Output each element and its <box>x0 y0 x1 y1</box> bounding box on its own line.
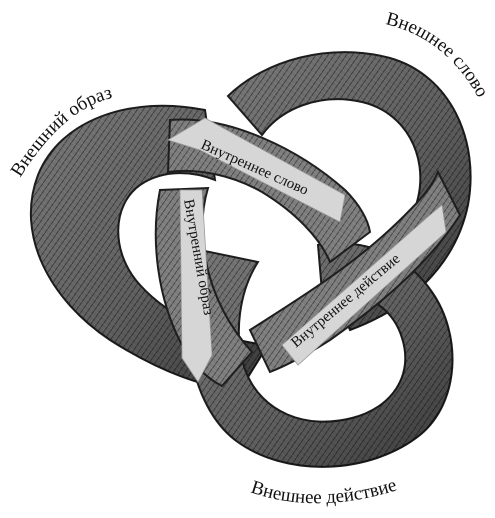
label-outer-action: Внешнее действие <box>248 475 399 509</box>
